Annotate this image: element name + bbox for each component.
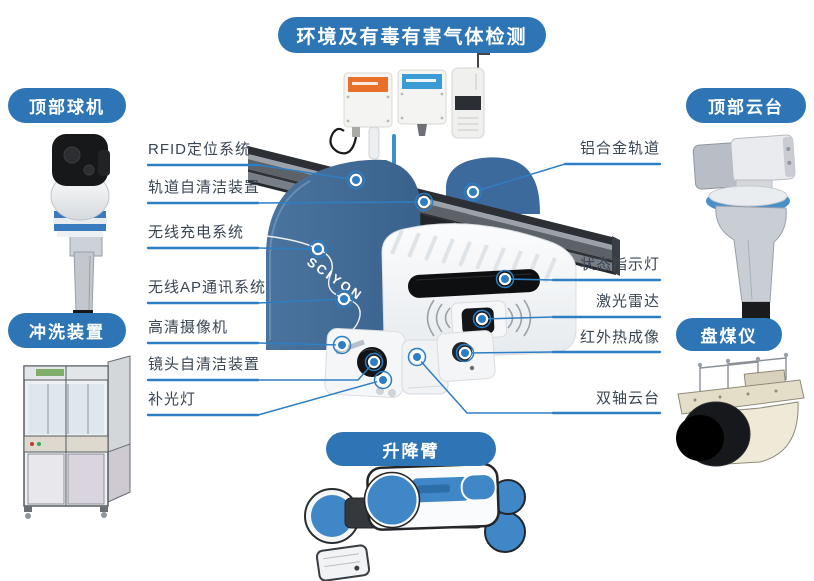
marker-infrared (455, 343, 475, 363)
badge-top-dome-camera: 顶部球机 (8, 88, 126, 123)
callout-lens-self-cleaning: 镜头自清洁装置 (148, 356, 261, 373)
marker-laser-radar (472, 309, 492, 329)
callout-infrared-imaging: 红外热成像 (579, 329, 660, 346)
callout-wireless-ap: 无线AP通讯系统 (148, 279, 267, 296)
marker-lens-cleaner (364, 352, 384, 372)
callout-aluminum-rail: 铝合金轨道 (579, 140, 660, 157)
callout-hd-camera: 高清摄像机 (148, 319, 229, 336)
washing-cabinet-illustration (23, 355, 131, 519)
marker-fill-light (373, 370, 393, 390)
marker-rfid (346, 170, 366, 190)
callout-laser-radar: 激光雷达 (595, 293, 660, 310)
badge-top-pan-tilt: 顶部云台 (686, 88, 806, 123)
marker-wireless-charging (308, 239, 328, 259)
callout-rfid-positioning: RFID定位系统 (148, 141, 251, 158)
marker-wireless-ap (334, 289, 354, 309)
marker-rail-cleaner (414, 192, 434, 212)
callout-dual-axis-pan-tilt: 双轴云台 (595, 390, 660, 407)
badge-gas-detection: 环境及有毒有害气体检测 (278, 17, 546, 53)
pan-tilt-illustration (692, 134, 796, 330)
dome-camera-illustration (50, 134, 110, 338)
badge-lifting-arm: 升降臂 (326, 432, 496, 466)
callout-rail-self-cleaning: 轨道自清洁装置 (148, 179, 261, 196)
callout-wireless-charging: 无线充电系统 (148, 224, 245, 241)
marker-hd-camera (332, 335, 352, 355)
badge-washing-device: 冲洗装置 (8, 313, 126, 348)
marker-dual-axis (407, 347, 427, 367)
badge-coal-meter: 盘煤仪 (676, 318, 782, 351)
callout-fill-light: 补光灯 (148, 391, 197, 408)
robot-white-body (381, 223, 577, 359)
lifting-arm-illustration (304, 462, 526, 581)
coal-meter-illustration (676, 352, 805, 467)
callout-status-light: 状态指示灯 (579, 256, 660, 273)
gas-sensors-illustration (329, 53, 490, 160)
center-robot-illustration: SCIYON (248, 146, 620, 398)
marker-status-light (495, 269, 515, 289)
marker-aluminum-rail (463, 182, 483, 202)
